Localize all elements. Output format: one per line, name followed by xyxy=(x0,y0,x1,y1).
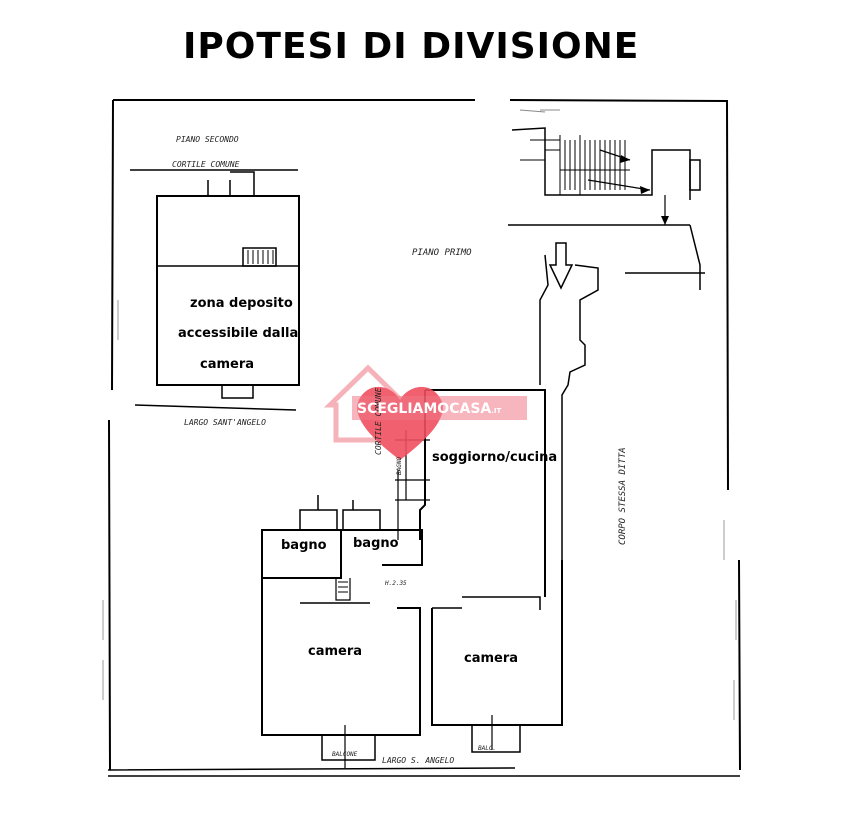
annotation-balcony-left: BALCONE xyxy=(332,751,358,758)
watermark-suffix: .IT xyxy=(491,407,502,415)
room-label-deposit-2: accessibile dalla xyxy=(178,326,299,341)
room-label-bedroom-right: camera xyxy=(464,651,519,666)
bath-right-walls xyxy=(341,529,423,566)
annotation-side-right: CORPO STESSA DITTA xyxy=(618,447,628,545)
room-label-deposit-1: zona deposito xyxy=(190,296,293,311)
watermark-brand: SCEGLIAMOCASA xyxy=(357,401,492,417)
watermark-logo xyxy=(323,364,527,460)
second-floor-room xyxy=(156,195,300,386)
room-label-bedroom-left: camera xyxy=(308,644,363,659)
bedroom-left-walls xyxy=(261,578,421,736)
room-label-bath-right: bagno xyxy=(353,536,399,551)
bedroom-right-walls xyxy=(431,560,563,726)
annotation-balcony-right: BALC. xyxy=(478,745,497,752)
room-label-deposit-3: camera xyxy=(200,357,255,372)
annotation-courtyard: CORTILE COMUNE xyxy=(172,160,240,169)
annotation-side-corridor: CORTILE COMUNE xyxy=(374,387,383,455)
annotation-floor-second: PIANO SECONDO xyxy=(176,135,239,144)
annotation-largo-top: LARGO SANT'ANGELO xyxy=(184,418,266,427)
room-label-bath-left: bagno xyxy=(281,538,327,553)
annotation-height: H.2.35 xyxy=(385,580,407,587)
plan-title: IPOTESI DI DIVISIONE xyxy=(183,26,640,67)
annotation-floor-first: PIANO PRIMO xyxy=(412,248,472,258)
annotation-bagno-small: BAGNO xyxy=(396,456,403,475)
watermark-text: SCEGLIAMOCASA.IT xyxy=(357,401,501,417)
frame-lines xyxy=(113,99,741,771)
room-label-living: soggiorno/cucina xyxy=(432,450,558,465)
annotation-largo-bottom: LARGO S. ANGELO xyxy=(382,756,455,765)
